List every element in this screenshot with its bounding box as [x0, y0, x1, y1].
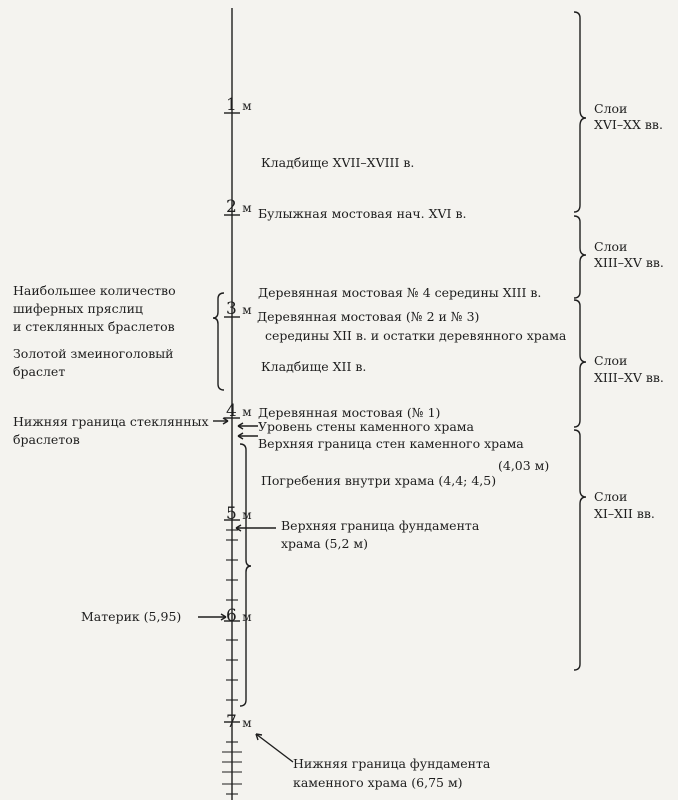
layer-label-3-period: XIII–XV вв.	[594, 370, 664, 385]
bracket-layer-2	[573, 215, 587, 299]
depth-mark-3: 3 м	[226, 300, 252, 319]
label-whorls-1: Наибольшее количество	[13, 283, 176, 298]
depth-mark-number: 2	[226, 197, 237, 217]
bracket-layer-4	[573, 429, 587, 671]
label-mainland: Материк (5,95)	[81, 609, 182, 624]
label-snake-bracelet-2: браслет	[13, 364, 66, 379]
label-wooden-pavement-2-3-cont: середины XII в. и остатки деревянного хр…	[265, 328, 567, 343]
label-stone-wall-top: Верхняя граница стен каменного храма	[258, 436, 524, 451]
depth-mark-2: 2 м	[226, 198, 252, 217]
layer-label-4-title: Слои	[594, 489, 628, 504]
label-foundation-bottom-depth: каменного храма (6,75 м)	[293, 775, 463, 790]
label-snake-bracelet-1: Золотой змеиноголовый	[13, 346, 174, 361]
depth-mark-number: 4	[226, 401, 237, 421]
decimetre-ticks	[222, 529, 242, 795]
label-whorls-2: шиферных пряслиц	[13, 301, 143, 316]
depth-mark-4: 4 м	[226, 402, 252, 421]
metre-ticks	[224, 112, 240, 723]
label-foundation-bottom: Нижняя граница фундамента	[293, 756, 491, 771]
layer-label-1-period: XVI–XX вв.	[594, 117, 663, 132]
label-stone-wall-level: Уровень стены каменного храма	[258, 419, 474, 434]
bracket-temple	[239, 443, 252, 707]
layer-label-2-title: Слои	[594, 239, 628, 254]
label-glass-bottom-1: Нижняя граница стеклянных	[13, 414, 209, 429]
layer-label-2-period: XIII–XV вв.	[594, 255, 664, 270]
depth-mark-number: 7	[226, 712, 237, 732]
depth-mark-unit: м	[242, 99, 252, 113]
label-wooden-pavement-4: Деревянная мостовая № 4 середины XIII в.	[258, 285, 542, 300]
label-cemetery-12: Кладбище XII в.	[261, 359, 367, 374]
label-whorls-3: и стеклянных браслетов	[13, 319, 175, 334]
bracket-layer-3	[573, 299, 587, 428]
label-glass-bottom-2: браслетов	[13, 432, 80, 447]
label-cemetery-late: Кладбище XVII–XVIII в.	[261, 155, 415, 170]
depth-mark-6: 6 м	[226, 607, 252, 626]
layer-label-4-period: XI–XII вв.	[594, 506, 655, 521]
depth-mark-1: 1 м	[226, 96, 252, 115]
bracket-layer-1	[573, 11, 587, 213]
depth-mark-5: 5 м	[226, 505, 252, 524]
depth-mark-unit: м	[242, 201, 252, 215]
depth-mark-unit: м	[242, 303, 252, 317]
label-burials: Погребения внутри храма (4,4; 4,5)	[261, 473, 497, 488]
depth-mark-7: 7 м	[226, 713, 252, 732]
depth-mark-unit: м	[242, 405, 252, 419]
label-wooden-pavement-1: Деревянная мостовая (№ 1)	[258, 405, 441, 420]
depth-mark-unit: м	[242, 610, 252, 624]
label-foundation-top: Верхняя граница фундамента	[281, 518, 480, 533]
depth-mark-number: 3	[226, 299, 237, 319]
depth-mark-unit: м	[242, 716, 252, 730]
label-stone-wall-top-depth: (4,03 м)	[498, 458, 550, 473]
depth-mark-unit: м	[242, 508, 252, 522]
depth-mark-number: 1	[226, 95, 237, 115]
label-foundation-top-depth: храма (5,2 м)	[281, 536, 368, 551]
depth-mark-number: 6	[226, 606, 237, 626]
label-wooden-pavement-2-3: Деревянная мостовая (№ 2 и № 3)	[257, 309, 480, 324]
bracket-finds	[212, 292, 225, 391]
foundation-bottom-arrow	[255, 733, 294, 763]
layer-label-3-title: Слои	[594, 353, 628, 368]
layer-label-1-title: Слои	[594, 101, 628, 116]
depth-mark-number: 5	[226, 504, 237, 524]
label-cobblestone: Булыжная мостовая нач. XVI в.	[258, 206, 467, 221]
